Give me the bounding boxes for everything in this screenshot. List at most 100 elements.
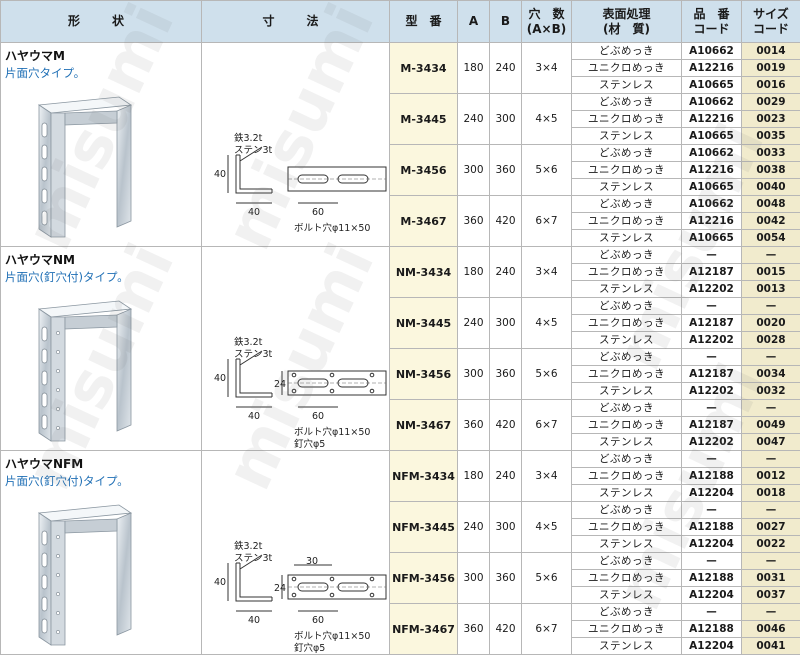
part-code: — (681, 603, 742, 621)
base-dimension-label: 40 (248, 615, 261, 626)
hole-count: 5×6 (521, 144, 572, 196)
nail-hole (369, 576, 375, 582)
top-dimension-label: 30 (306, 556, 319, 567)
bracket-right-leg (116, 104, 132, 228)
material-steel-label: 鉄3.2t (234, 337, 263, 348)
part-code: — (681, 450, 742, 468)
size-code: 0041 (741, 637, 800, 655)
hole-count: 4×5 (521, 501, 572, 553)
bracket-slot (41, 188, 48, 204)
leg-dimension-label: 40 (214, 169, 227, 180)
header-holes: 穴 数(A×B) (521, 0, 572, 43)
part-code: A10662 (681, 42, 742, 60)
size-code: 0037 (741, 586, 800, 604)
size-code: 0049 (741, 416, 800, 434)
size-code: 0035 (741, 127, 800, 145)
model-number: M-3434 (389, 42, 458, 94)
size-code: 0028 (741, 331, 800, 349)
hole-count: 4×5 (521, 297, 572, 349)
hole-count: 6×7 (521, 195, 572, 247)
bracket-slot (41, 552, 48, 568)
surface-finish: ステンレス (571, 229, 682, 247)
bracket-slot (41, 326, 48, 342)
dimension-b: 420 (489, 399, 522, 451)
bolt-hole-label: ボルト穴φ11×50 (294, 427, 371, 438)
size-code: — (741, 399, 800, 417)
size-code: 0016 (741, 76, 800, 94)
nail-hole (291, 576, 297, 582)
dimension-drawing (227, 146, 387, 204)
bracket-nail-hole (56, 369, 60, 373)
bolt-slot (297, 582, 329, 592)
bracket-right-leg (116, 512, 132, 636)
part-code: A12216 (681, 59, 742, 77)
part-code: A12204 (681, 586, 742, 604)
header-finish-line1: 表面処理 (602, 6, 651, 21)
bracket-left-face (50, 316, 66, 442)
material-stainless-label: ステン3t (234, 349, 273, 360)
surface-finish: ユニクロめっき (571, 314, 682, 332)
header-b: B (489, 0, 522, 43)
bolt-slot (297, 174, 329, 184)
dimension-a: 180 (457, 42, 490, 94)
bolt-slot (337, 378, 369, 388)
dimension-b: 300 (489, 93, 522, 145)
surface-finish: どぶめっき (571, 450, 682, 468)
size-code: 0046 (741, 620, 800, 638)
surface-finish: ステンレス (571, 586, 682, 604)
model-number: M-3467 (389, 195, 458, 247)
surface-finish: ステンレス (571, 535, 682, 553)
surface-finish: どぶめっき (571, 144, 682, 162)
header-size-line1: サイズ (753, 6, 789, 21)
dimension-a: 240 (457, 501, 490, 553)
material-leader-line (239, 350, 263, 366)
surface-finish: どぶめっき (571, 246, 682, 264)
angle-profile-inner (239, 155, 272, 190)
dimension-a: 180 (457, 450, 490, 502)
nail-hole (329, 576, 335, 582)
material-stainless-label: ステン3t (234, 553, 273, 564)
part-code: A10665 (681, 127, 742, 145)
bracket-nail-hole (56, 426, 60, 430)
base-dimension-label: 40 (248, 207, 261, 218)
surface-finish: ステンレス (571, 331, 682, 349)
part-code: — (681, 297, 742, 315)
size-code: 0013 (741, 280, 800, 298)
bracket-slot (41, 574, 48, 590)
bolt-slot (297, 378, 329, 388)
part-code: — (681, 246, 742, 264)
nail-hole (329, 592, 335, 598)
header-shape: 形 状 (0, 0, 202, 43)
dimension-a: 240 (457, 93, 490, 145)
surface-finish: ユニクロめっき (571, 161, 682, 179)
size-code: — (741, 246, 800, 264)
bracket-nail-hole (56, 554, 60, 558)
size-code: 0032 (741, 382, 800, 400)
part-code: A10665 (681, 76, 742, 94)
surface-finish: ステンレス (571, 76, 682, 94)
bracket-slot (41, 370, 48, 386)
dimension-b: 240 (489, 450, 522, 502)
dimension-b: 300 (489, 297, 522, 349)
angle-profile-outer (235, 359, 272, 398)
angle-profile-outer (235, 563, 272, 602)
product-description: 片面穴(釘穴付)タイプ。 (5, 474, 129, 488)
surface-finish: どぶめっき (571, 603, 682, 621)
bracket-slot (41, 618, 48, 634)
hole-count: 3×4 (521, 450, 572, 502)
leg-dimension-label: 40 (214, 373, 227, 384)
part-code: A12202 (681, 280, 742, 298)
surface-finish: ユニクロめっき (571, 110, 682, 128)
